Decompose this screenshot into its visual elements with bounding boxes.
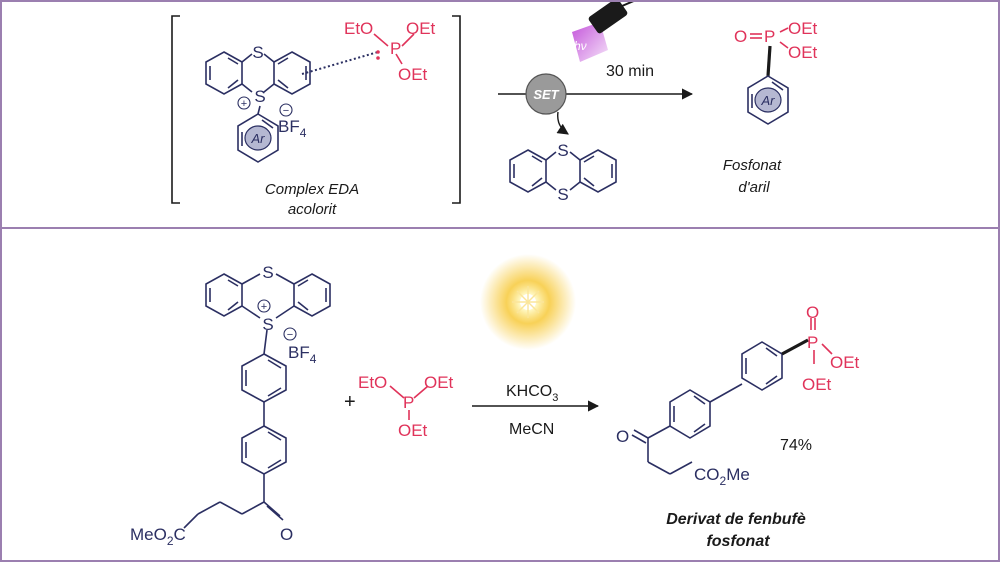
complex-label-line2: acolorit: [288, 201, 337, 218]
product-oxo-o: O: [734, 27, 747, 46]
fp-ketone-o: O: [616, 427, 629, 446]
set-label: SET: [533, 87, 559, 102]
svg-text:EtO: EtO: [358, 373, 387, 392]
byproduct-sulfur-top: S: [557, 141, 568, 160]
product-wedge-bond: [781, 338, 809, 356]
minus-charge: −: [283, 105, 289, 117]
aryl-disc: [244, 125, 272, 151]
sm-ester: MeO2C: [130, 525, 186, 548]
svg-text:OEt: OEt: [406, 19, 436, 38]
sm-sulfur-cation: S: [262, 315, 273, 334]
sm-sulfur-top: S: [262, 263, 273, 282]
base-reagent: KHCO3: [506, 383, 558, 404]
hv-label: hν: [574, 39, 587, 53]
plus-sign: +: [344, 391, 356, 413]
fp-p: P: [807, 333, 818, 352]
reaction-time: 30 min: [606, 63, 654, 80]
yield-value: 74%: [780, 437, 812, 454]
thianthrenium-cation: [205, 51, 311, 163]
solvent: MeCN: [509, 421, 554, 438]
sulfur-top: S: [252, 43, 263, 62]
fp-ester: CO2Me: [694, 465, 750, 488]
sm-minus-charge: −: [287, 329, 293, 341]
triethyl-phosphite-top: EtO P OEt OEt: [344, 19, 436, 84]
product-oet-2: OEt: [788, 43, 818, 62]
flashlight-icon: [572, 2, 634, 62]
svg-text:OEt: OEt: [398, 421, 428, 440]
svg-text:P: P: [390, 39, 401, 58]
byproduct-arrow: [556, 111, 569, 135]
svg-text:P: P: [403, 393, 414, 412]
product-label-line2: d'aril: [738, 179, 770, 196]
svg-text:OEt: OEt: [424, 373, 454, 392]
product-oet-1: OEt: [788, 19, 818, 38]
product-ar-label: Ar: [761, 93, 776, 108]
sm-plus-circle: [257, 299, 271, 313]
svg-text:OEt: OEt: [398, 65, 428, 84]
triethyl-phosphite-bottom: EtO P OEt OEt: [358, 373, 454, 440]
sm-counterion-bf4: BF4: [288, 343, 317, 366]
fenbufen-sulfonium-salt: [197, 273, 331, 521]
plus-charge-circle: [237, 96, 251, 110]
sm-ketone-o: O: [280, 525, 293, 544]
sulfur-cation: S: [254, 87, 265, 106]
aryl-label: Ar: [251, 131, 266, 146]
product-phosphonate-group: [810, 318, 833, 364]
plus-charge: +: [241, 98, 247, 110]
bottom-product-label-line2: fosfonat: [706, 533, 770, 550]
fp-oet-1: OEt: [830, 353, 860, 372]
fenbufen-phosphonate-product: [631, 341, 783, 475]
product-label-line1: Fosfonat: [723, 157, 782, 174]
counterion-bf4: BF4: [278, 117, 307, 140]
bottom-product-label-line1: Derivat de fenbufè: [666, 511, 806, 528]
fp-oet-2: OEt: [802, 375, 832, 394]
product-p: P: [764, 27, 775, 46]
sm-plus-charge: +: [261, 301, 267, 313]
complex-label-line1: Complex EDA: [265, 181, 359, 198]
minus-charge-circle: [279, 103, 293, 117]
sm-ester-bond: [183, 513, 199, 529]
fp-oxo-o: O: [806, 303, 819, 322]
sun-icon: [480, 254, 576, 350]
complex-brackets: [171, 15, 461, 204]
byproduct-sulfur-bottom: S: [557, 185, 568, 204]
aryl-phosphonate-product: [747, 27, 789, 125]
thianthrene-byproduct: [509, 149, 617, 193]
svg-text:EtO: EtO: [344, 19, 373, 38]
set-circle: [525, 73, 567, 115]
sm-minus-circle: [283, 327, 297, 341]
eda-interaction-line: [301, 51, 379, 75]
